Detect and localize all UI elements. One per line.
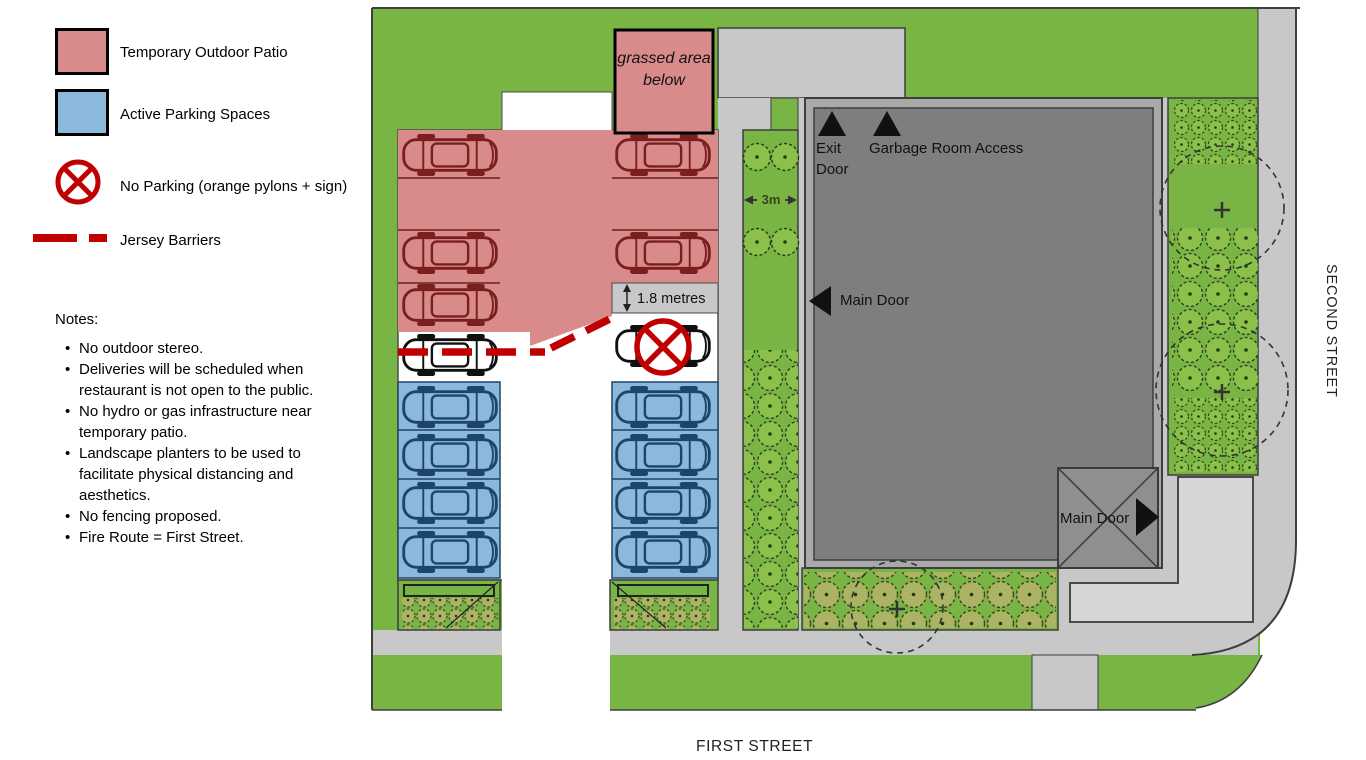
- shrubs-east-bottom: [1172, 398, 1257, 472]
- no-parking-icon: [634, 318, 692, 376]
- grass-corner: [1100, 655, 1262, 708]
- no-parking-icon: [55, 159, 101, 205]
- planter-right: [609, 579, 719, 631]
- shrubs-east-top: [1172, 100, 1257, 164]
- plan-border: [371, 7, 1300, 711]
- grassed-area-label: grassed area below: [617, 50, 711, 89]
- exit-door-arrow-icon: [818, 111, 846, 136]
- note-item: Landscape planters to be used to facilit…: [55, 443, 317, 506]
- grassed-area-box: [613, 28, 715, 135]
- shrubs-west: [744, 350, 798, 628]
- jersey-barrier-line: [398, 313, 616, 356]
- legend-item-label: Temporary Outdoor Patio: [120, 44, 288, 61]
- curb-curve: [1191, 8, 1297, 656]
- note-item: Fire Route = First Street.: [55, 527, 317, 548]
- note-item: No fencing proposed.: [55, 506, 317, 527]
- first-street-label: FIRST STREET: [696, 738, 814, 755]
- landscape-strip-west-upper: [770, 97, 799, 133]
- jersey-barrier-icon: [33, 234, 109, 242]
- shrubs-south: [804, 572, 1056, 628]
- parking-swatch: [55, 89, 109, 136]
- exit-door-label: Exit Door: [816, 140, 849, 178]
- sidewalk-east: [1258, 8, 1296, 540]
- canopy-tree-centers: [889, 202, 1230, 617]
- legend-item-label: No Parking (orange pylons + sign): [120, 178, 348, 195]
- main-door-south-label: Main Door: [1060, 510, 1130, 527]
- legend-item-label: Jersey Barriers: [120, 232, 221, 249]
- walkway: [1069, 476, 1254, 623]
- note-item: No hydro or gas infrastructure near temp…: [55, 401, 317, 443]
- patio-area: [398, 130, 718, 346]
- clearance-strip: [611, 282, 719, 314]
- patio-swatch: [55, 28, 109, 75]
- lot-entry-notch: [501, 91, 613, 133]
- main-door-west-arrow-icon: [809, 286, 831, 316]
- parking-blue-left: [397, 381, 501, 579]
- tree-icons-west: [742, 142, 800, 257]
- driveway-north: [717, 27, 906, 99]
- tree-center-dots: [755, 155, 787, 244]
- main-door-west-label: Main Door: [840, 292, 910, 309]
- driveway-south-east: [1031, 654, 1099, 711]
- parking-blue-right: [611, 381, 719, 579]
- landscape-width-label: 3m: [757, 191, 785, 208]
- canopy-tree-icons: [850, 145, 1289, 654]
- corner-pavement: [1192, 540, 1296, 655]
- main-door-south-arrow-icon: [1136, 498, 1159, 536]
- building: [804, 97, 1163, 569]
- clearance-dimension-label: 1.8 metres: [637, 291, 706, 307]
- legend-item-label: Active Parking Spaces: [120, 106, 271, 123]
- garbage-room-label: Garbage Room Access: [869, 140, 1024, 157]
- corner-mask: [1196, 655, 1304, 712]
- notes-title: Notes:: [55, 311, 99, 328]
- stall-lines: [398, 177, 718, 529]
- driveway-south-aisle: [502, 578, 610, 710]
- building-vestibule: [1057, 467, 1159, 569]
- note-item: No outdoor stereo.: [55, 338, 317, 359]
- planter-left: [397, 579, 501, 631]
- notes-block: Notes: No outdoor stereo. Deliveries wil…: [55, 309, 317, 548]
- second-street-label: SECOND STREET: [1323, 264, 1339, 398]
- dimension-arrow-vertical: [623, 284, 631, 312]
- shrubs-east-mid: [1172, 228, 1258, 392]
- grass-curve-edge: [1195, 654, 1263, 709]
- notes-list: No outdoor stereo. Deliveries will be sc…: [55, 338, 317, 548]
- garbage-door-arrow-icon: [873, 111, 901, 136]
- note-item: Deliveries will be scheduled when restau…: [55, 359, 317, 401]
